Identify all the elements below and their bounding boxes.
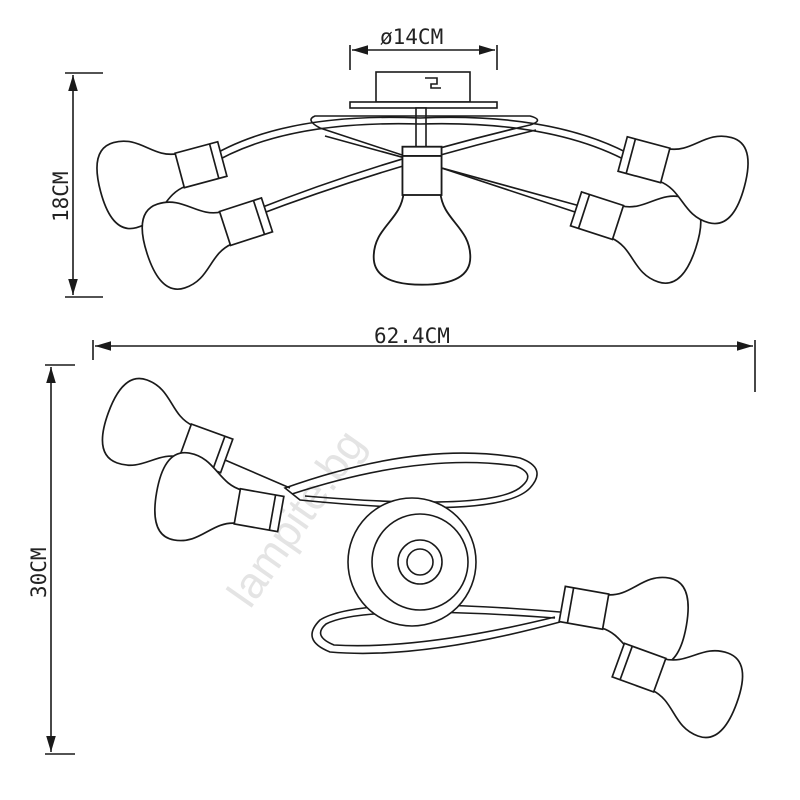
height-label: 18CM: [49, 171, 73, 222]
canopy-diameter-label: ø14CM: [380, 25, 443, 49]
canopy: [375, 71, 471, 103]
front-view: [88, 71, 757, 297]
dimension-canopy: ø14CM: [349, 25, 498, 70]
dimension-width: 62.4CM: [92, 324, 756, 392]
dimension-depth: 30CM: [27, 364, 75, 755]
top-view: [92, 370, 753, 746]
width-label: 62.4CM: [374, 324, 450, 348]
dimension-height: 18CM: [49, 72, 103, 298]
depth-label: 30CM: [27, 547, 51, 598]
